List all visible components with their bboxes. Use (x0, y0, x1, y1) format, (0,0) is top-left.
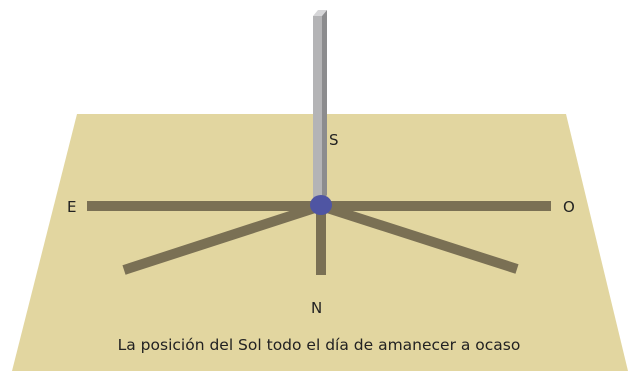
pole (313, 10, 327, 201)
label-east: E (67, 198, 76, 216)
pole-front (313, 16, 322, 201)
shadow-bar-afternoon (319, 201, 519, 274)
label-south: S (329, 131, 339, 149)
label-west: O (563, 198, 575, 216)
pole-top (313, 10, 327, 16)
shadow-bar-morning (122, 201, 323, 275)
label-north: N (311, 299, 322, 317)
caption: La posición del Sol todo el día de amane… (118, 336, 521, 354)
pole-side (322, 10, 327, 201)
pole-base (310, 195, 332, 215)
